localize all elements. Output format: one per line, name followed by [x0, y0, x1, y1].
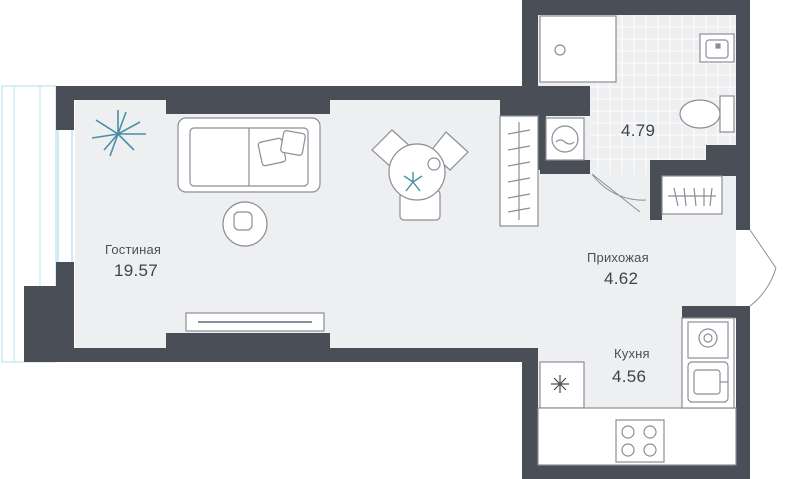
bathroom-area: 4.79 [621, 121, 656, 140]
living-room-area: 19.57 [114, 261, 159, 280]
hallway-name: Прихожая [587, 250, 649, 265]
toilet [679, 95, 735, 133]
kitchen-name: Кухня [614, 346, 650, 361]
kitchen-sink [687, 361, 729, 403]
coffee-table [222, 201, 268, 247]
sofa [177, 117, 321, 193]
hallway-area: 4.62 [604, 269, 639, 288]
plant-icon [91, 110, 146, 157]
stove [615, 419, 665, 463]
floor-areas [75, 15, 736, 465]
bathroom-door [591, 173, 647, 213]
kitchen-area: 4.56 [612, 367, 647, 386]
wardrobe-living [499, 115, 539, 227]
shower [539, 15, 617, 83]
walls [24, 0, 750, 479]
dining-set [371, 129, 469, 221]
table-plant-icon [403, 172, 423, 192]
living-room-name: Гостиная [105, 242, 162, 257]
washing-machine-icon [545, 117, 585, 161]
wardrobe-hallway [661, 175, 723, 215]
dish-area [687, 321, 729, 359]
tv-stand [185, 312, 325, 332]
fridge [539, 361, 585, 409]
snowflake-icon [551, 375, 569, 393]
furniture [177, 15, 737, 466]
entrance-door [749, 229, 777, 307]
bathroom-sink [699, 33, 735, 63]
